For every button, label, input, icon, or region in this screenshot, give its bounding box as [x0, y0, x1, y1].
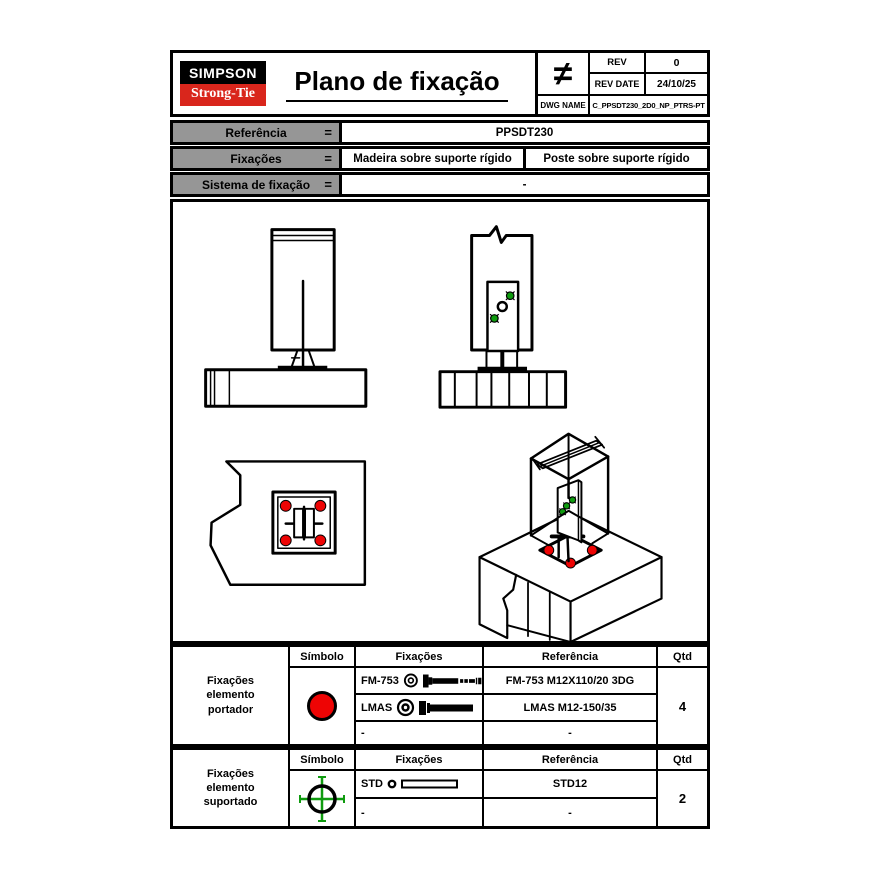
suportado-qty: 2	[658, 771, 707, 826]
front-view	[204, 228, 368, 408]
portador-qty: 4	[658, 668, 707, 744]
simpson-strongtie-logo: SIMPSON Strong-Tie	[180, 61, 266, 106]
column-header-referencia: Referência	[484, 750, 656, 769]
empty-code: -	[361, 806, 365, 819]
drawing-sheet: SIMPSON Strong-Tie Plano de fixação ≠ RE…	[170, 50, 710, 829]
equals-sign: =	[324, 151, 332, 166]
screw-dot-icon	[562, 502, 571, 510]
portador-symbol-cell	[290, 668, 354, 744]
dwg-name-value: C_PPSDT230_2D0_NP_PTRS-PT	[590, 96, 707, 114]
fixings-label: Fixações	[230, 151, 282, 166]
std-reference: STD12	[484, 771, 656, 797]
column-header-qtd: Qtd	[658, 647, 707, 666]
screw-dot-icon	[489, 313, 499, 323]
portador-empty-fixing-cell: -	[356, 722, 482, 744]
washer-top-icon	[403, 673, 418, 688]
column-header-simbolo: Símbolo	[290, 750, 354, 769]
fixings-table-suportado: Fixações elemento suportado Símbolo Fixa…	[170, 747, 710, 829]
threaded-rod-icon	[401, 779, 458, 789]
column-header-qtd: Qtd	[658, 750, 707, 769]
column-header-simbolo: Símbolo	[290, 647, 354, 666]
plan-view	[209, 460, 367, 587]
fixings-table-portador: Fixações elemento portador Símbolo Fixaç…	[170, 644, 710, 747]
column-header-fixacoes: Fixações	[356, 647, 482, 666]
fixing-system-row: Sistema de fixação = -	[170, 172, 710, 197]
reference-value: PPSDT230	[495, 126, 554, 139]
anchor-bolt-icon	[422, 674, 482, 687]
empty-code: -	[361, 727, 365, 739]
suportado-empty-fixing-cell: -	[356, 799, 482, 826]
portador-row-header: Fixações elemento portador	[173, 647, 288, 744]
dwg-name-label: DWG NAME	[538, 96, 588, 114]
reference-table: Referência = PPSDT230 Fixações = Madeira…	[170, 120, 710, 197]
screw-dot-icon	[505, 291, 515, 301]
green-crosshair-target-icon	[299, 775, 345, 822]
equals-sign: =	[324, 125, 332, 140]
rev-value: 0	[646, 53, 707, 72]
portador-empty-reference: -	[484, 722, 656, 744]
fm753-code: FM-753	[361, 674, 399, 687]
std-fixing-cell: STD	[356, 771, 482, 797]
logo-strongtie-text: Strong-Tie	[180, 84, 266, 106]
fm753-reference: FM-753 M12X110/20 3DG	[484, 668, 656, 693]
logo-simpson-text: SIMPSON	[180, 61, 266, 84]
anchor-dot-icon	[314, 499, 327, 512]
anchor-dot-icon	[586, 544, 598, 556]
washer-filled-icon	[397, 698, 415, 717]
column-header-referencia: Referência	[484, 647, 656, 666]
title-block: SIMPSON Strong-Tie Plano de fixação ≠ RE…	[170, 50, 710, 117]
suportado-row-header: Fixações elemento suportado	[173, 750, 288, 826]
fixings-value-wood: Madeira sobre suporte rígido	[353, 152, 512, 165]
not-to-scale-icon: ≠	[538, 53, 588, 94]
suportado-symbol-cell	[290, 771, 354, 826]
page-title: Plano de fixação	[286, 66, 508, 102]
anchor-dot-icon	[565, 557, 576, 569]
lmas-reference: LMAS M12-150/35	[484, 695, 656, 720]
red-anchor-circle-icon	[307, 691, 337, 721]
std-code: STD	[361, 778, 383, 790]
fixing-system-label: Sistema de fixação	[201, 177, 311, 192]
side-view	[438, 225, 568, 409]
fixings-row: Fixações = Madeira sobre suporte rígido …	[170, 146, 710, 171]
rev-date-value: 24/10/25	[646, 74, 707, 94]
suportado-empty-reference: -	[484, 799, 656, 826]
equals-sign: =	[324, 177, 332, 192]
drawing-area	[170, 199, 710, 644]
rev-date-label: REV DATE	[590, 74, 644, 94]
title-area: Plano de fixação	[259, 53, 535, 114]
rev-label: REV	[590, 53, 644, 72]
anchor-dot-icon	[543, 544, 555, 556]
lmas-fixing-cell: LMAS	[356, 695, 482, 720]
anchor-dot-icon	[279, 499, 292, 512]
reference-label: Referência	[225, 125, 287, 140]
anchor-dot-icon	[314, 534, 327, 547]
lmas-code: LMAS	[361, 701, 393, 714]
anchor-dot-icon	[279, 534, 292, 547]
dot-icon	[387, 779, 397, 789]
reference-row: Referência = PPSDT230	[170, 120, 710, 145]
fixings-value-post: Poste sobre suporte rígido	[523, 149, 707, 168]
revision-block: ≠ REV 0 REV DATE 24/10/25 DWG NAME C_PPS…	[535, 53, 707, 114]
fixing-system-value: -	[522, 178, 527, 191]
bolt-icon	[419, 700, 474, 715]
isometric-view	[478, 432, 663, 641]
fm753-fixing-cell: FM-753	[356, 668, 482, 693]
screw-dot-icon	[568, 496, 577, 504]
column-header-fixacoes: Fixações	[356, 750, 482, 769]
